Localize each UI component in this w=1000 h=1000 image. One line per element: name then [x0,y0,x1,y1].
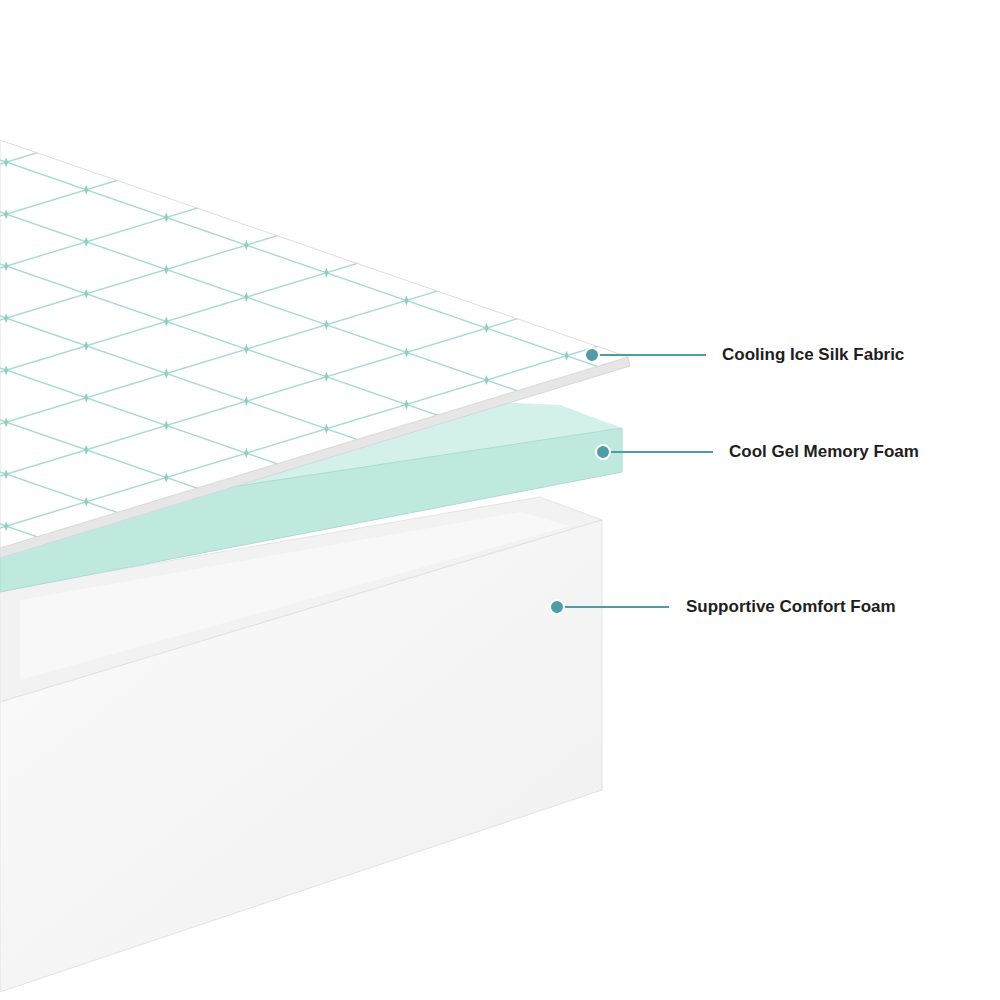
pattern-dot [164,264,168,274]
pattern-dot [244,396,248,406]
pattern-dot [84,185,88,195]
pattern-line [0,55,700,268]
pattern-dot [404,399,408,409]
pattern-dot [4,209,8,219]
pattern-dot [4,469,8,479]
leader-line [557,606,669,608]
pattern-dot [164,368,168,378]
base-front-face [0,520,602,992]
leader-dot [596,445,610,459]
pattern-line [0,212,700,454]
pattern-line [0,524,700,766]
pattern-dot [4,417,8,427]
pattern-dot [84,289,88,299]
pattern-dot [4,313,8,323]
leader-line [603,451,713,453]
pattern-dot [244,448,248,458]
pattern-dot [324,320,328,330]
pattern-line [0,263,700,476]
pattern-dot [84,497,88,507]
pattern-dot [164,472,168,482]
pattern-dot [164,212,168,222]
pattern-line [0,0,700,164]
pattern-line [0,420,700,662]
pattern-dot [84,341,88,351]
pattern-dot [164,316,168,326]
pattern-line [0,316,700,558]
pattern-dot [244,344,248,354]
pattern-dot [324,424,328,434]
pattern-dot [404,295,408,305]
pattern-dot [244,240,248,250]
leader-line [592,354,706,356]
pattern-dot [404,347,408,357]
pattern-dot [244,292,248,302]
pattern-dot [4,521,8,531]
pattern-dot [84,445,88,455]
pattern-line [0,264,700,506]
callout-label: Cool Gel Memory Foam [729,442,919,462]
pattern-line [0,211,700,424]
pattern-line [0,3,700,216]
callout-label: Cooling Ice Silk Fabric [722,345,904,365]
pattern-dot [485,323,489,333]
pattern-dot [565,351,569,361]
fabric-pattern [0,0,700,766]
pattern-line [0,107,700,320]
pattern-dot [164,420,168,430]
pattern-dot [4,261,8,271]
pattern-dot [4,157,8,167]
pattern-line [0,472,700,714]
pattern-dot [84,393,88,403]
pattern-dot [324,372,328,382]
pattern-line [0,159,700,372]
pattern-line [0,368,700,610]
callout-label: Supportive Comfort Foam [686,597,896,617]
pattern-dot [84,237,88,247]
pattern-line [0,160,700,402]
leader-dot [585,348,599,362]
pattern-dot [4,365,8,375]
leader-dot [550,600,564,614]
pattern-line [0,315,700,528]
pattern-dot [485,375,489,385]
pattern-dot [324,268,328,278]
